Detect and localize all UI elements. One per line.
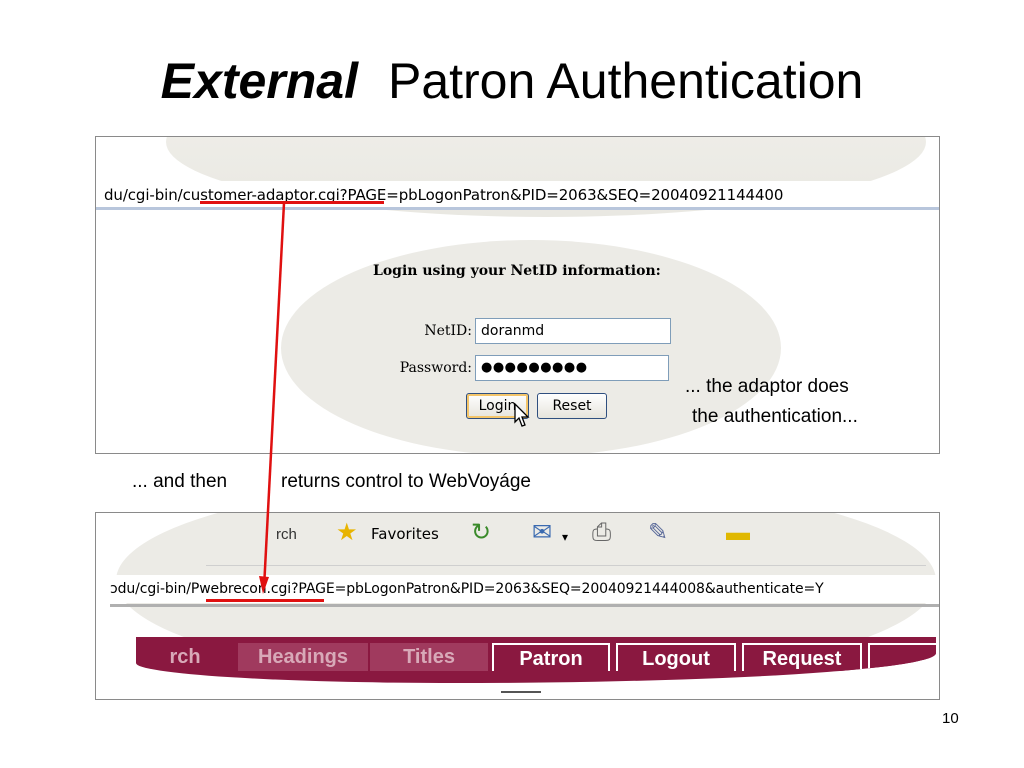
netid-label: NetID: — [424, 323, 472, 339]
login-heading: Login using your NetID information: — [373, 263, 661, 279]
url-underline-2 — [206, 599, 324, 602]
mail-icon[interactable]: ✉ — [532, 519, 553, 546]
cursor-icon — [514, 403, 530, 427]
webvoyage-nav-bar: rch Headings Titles Patron Logout Reques… — [136, 637, 936, 683]
caption-adaptor-line1: ... the adaptor does — [685, 376, 849, 397]
address-bar-url-2[interactable]: ɔdu/cgi-bin/Pwebrecon.cgi?PAGE=pbLogonPa… — [110, 575, 939, 603]
star-icon[interactable]: ★ — [336, 519, 358, 546]
nav-logout[interactable]: Logout — [616, 643, 736, 671]
nav-more[interactable] — [868, 643, 936, 671]
reset-button[interactable]: Reset — [537, 393, 607, 419]
favorites-label[interactable]: Favorites — [371, 525, 439, 543]
bottom-mark — [501, 691, 541, 693]
address-bar-divider-2 — [110, 604, 939, 607]
nav-titles[interactable]: Titles — [370, 643, 488, 671]
login-backdrop — [281, 240, 781, 453]
title-rest: Patron Authentication — [387, 53, 864, 109]
password-input[interactable]: ●●●●●●●●● — [475, 355, 669, 381]
webvoyage-screenshot-panel: rch ★ Favorites ↻ ✉ ▾ ⎙ ✎ ▬ ɔdu/cgi-bin/… — [95, 512, 940, 700]
address-bar-divider — [96, 207, 939, 210]
login-button[interactable]: Login — [466, 393, 529, 419]
page-number: 10 — [942, 710, 959, 727]
toolbar-divider — [206, 565, 926, 566]
title-emphasis: External — [160, 53, 358, 109]
edit-icon[interactable]: ✎ — [648, 519, 669, 546]
nav-search[interactable]: rch — [169, 646, 201, 668]
address-bar-url[interactable]: du/cgi-bin/customer-adaptor.cgi?PAGE=pbL… — [96, 181, 939, 209]
slide-title: External Patron Authentication — [0, 48, 1024, 114]
caption-returns-control: returns control to WebVoyáge — [281, 471, 531, 492]
folder-icon[interactable]: ▬ — [726, 519, 750, 546]
url-underline — [200, 201, 384, 204]
printer-icon[interactable]: ⎙ — [592, 519, 612, 546]
caption-adaptor-line2: the authentication... — [692, 406, 858, 427]
nav-patron[interactable]: Patron — [492, 643, 610, 671]
refresh-icon[interactable]: ↻ — [471, 519, 492, 546]
toolbar-partial-label: rch — [276, 526, 297, 543]
netid-input[interactable]: doranmd — [475, 318, 671, 344]
mail-dropdown-icon[interactable]: ▾ — [562, 530, 569, 544]
password-label: Password: — [399, 360, 472, 376]
caption-and-then: ... and then — [132, 471, 228, 492]
nav-request[interactable]: Request — [742, 643, 862, 671]
login-screenshot-panel: du/cgi-bin/customer-adaptor.cgi?PAGE=pbL… — [95, 136, 940, 454]
nav-headings[interactable]: Headings — [238, 643, 368, 671]
